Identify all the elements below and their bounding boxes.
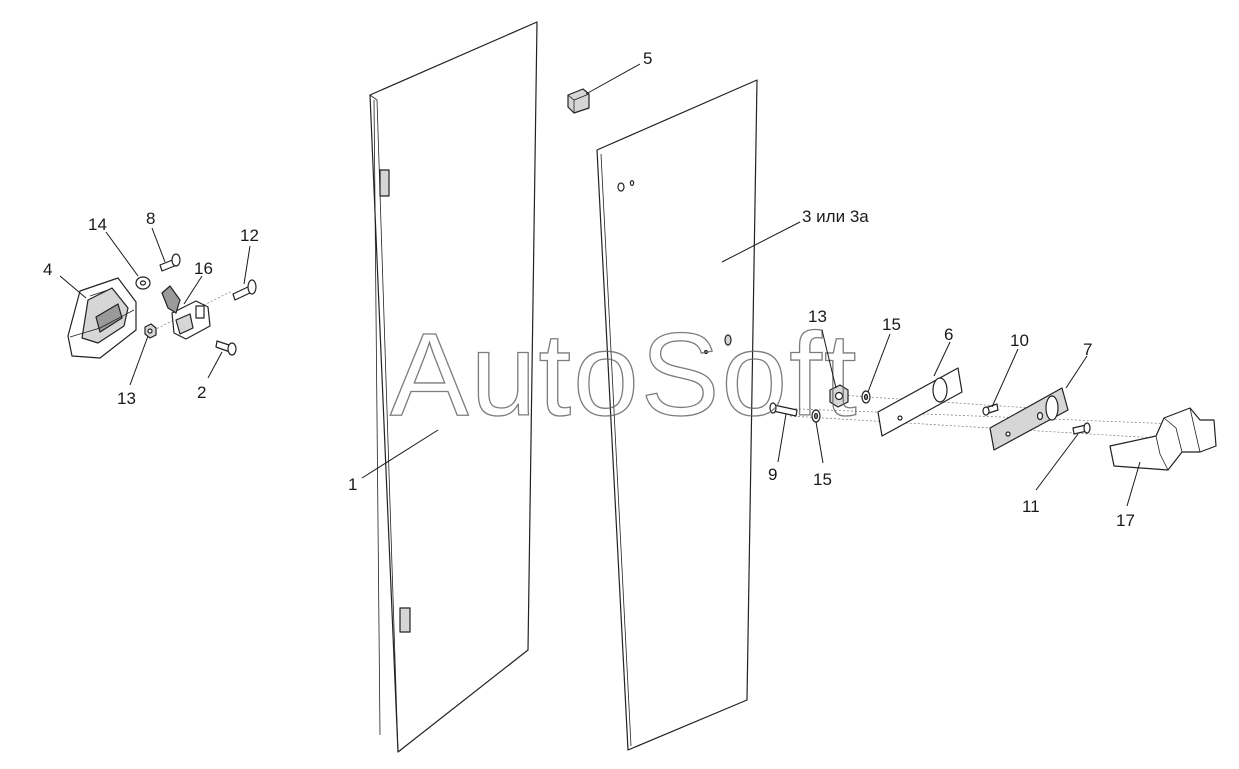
label-6: 6 xyxy=(944,325,953,344)
part-6-plate xyxy=(877,367,963,437)
label-2: 2 xyxy=(197,383,206,402)
handle-assembly xyxy=(769,367,1217,471)
label-12: 12 xyxy=(240,226,259,245)
label-15-bottom: 15 xyxy=(813,470,832,489)
label-17: 17 xyxy=(1116,511,1135,530)
label-16: 16 xyxy=(194,259,213,278)
part-9-bolt xyxy=(769,402,798,417)
label-3: 3 или 3а xyxy=(802,207,869,226)
label-1: 1 xyxy=(348,475,357,494)
part-11-screw xyxy=(1072,422,1091,435)
label-7: 7 xyxy=(1083,340,1092,359)
part-2-screw xyxy=(215,340,237,356)
label-15-top: 15 xyxy=(882,315,901,334)
label-4: 4 xyxy=(43,260,52,279)
part-10-screw xyxy=(982,403,999,416)
part-5-block xyxy=(567,88,590,114)
label-9: 9 xyxy=(768,465,777,484)
part-13-nut-right xyxy=(829,384,849,408)
part-labels: 1 2 3 или 3а 4 5 6 7 8 9 10 11 12 13 13 … xyxy=(43,49,1135,530)
part-4-housing xyxy=(67,277,137,359)
part-7-plate xyxy=(989,387,1069,451)
label-14: 14 xyxy=(88,215,107,234)
label-5: 5 xyxy=(643,49,652,68)
leader-lines xyxy=(59,63,1141,507)
watermark-text: AutoSoft xyxy=(390,309,859,441)
part-13-nut-left xyxy=(144,323,157,339)
label-10: 10 xyxy=(1010,331,1029,350)
part-14-washer xyxy=(135,276,151,290)
label-13-left: 13 xyxy=(117,389,136,408)
panel-3 xyxy=(596,79,758,751)
label-11: 11 xyxy=(1022,497,1040,516)
part-16-latch xyxy=(161,285,211,340)
part-17-handle xyxy=(1109,407,1217,471)
part-15-washer-top xyxy=(861,390,871,404)
panel-1 xyxy=(369,21,538,753)
label-13-right: 13 xyxy=(808,307,827,326)
label-8: 8 xyxy=(146,209,155,228)
part-12-bolt xyxy=(232,279,257,301)
lock-assembly xyxy=(67,253,257,359)
part-8-bolt xyxy=(159,253,181,272)
